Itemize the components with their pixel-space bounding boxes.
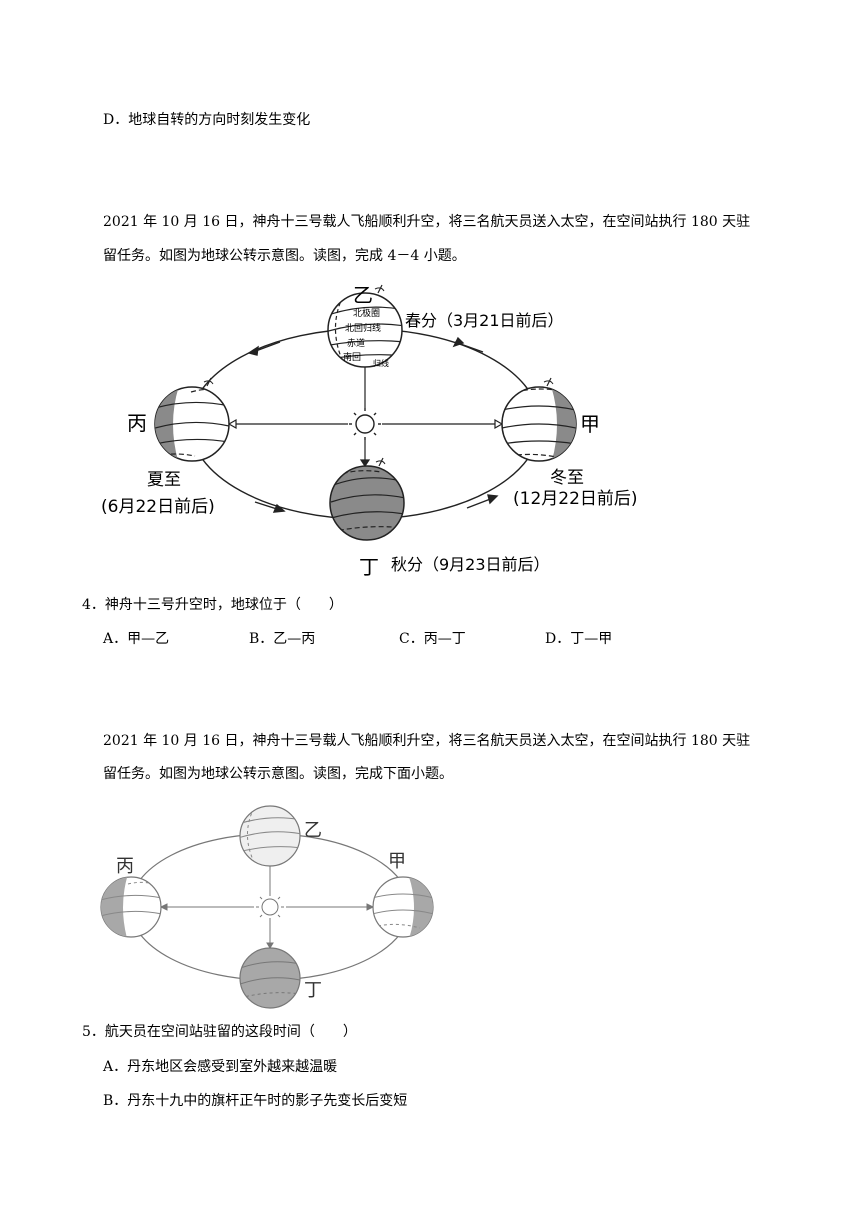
label-tropic-south-a: 南回 <box>343 351 361 363</box>
q5-option-b: B．丹东十九中的旗杆正午时的影子先变长后变短 <box>103 1093 408 1109</box>
orbit-diagram-2: 乙 丙 甲 丁 <box>100 805 434 1009</box>
q4-option-b: B．乙—丙 <box>249 631 316 647</box>
q3-option-d: D．地球自转的方向时刻发生变化 <box>103 112 311 128</box>
label-jia: 甲 <box>580 412 600 436</box>
label-spring-equinox: 春分（3月21日前后） <box>405 311 564 330</box>
label-summer-solstice: 夏至 <box>147 470 181 490</box>
earth-ding <box>239 947 301 1009</box>
passage1-line1: 2021 年 10 月 16 日，神舟十三号载人飞船顺利升空，将三名航天员送入太… <box>103 214 751 230</box>
label-ding: 丁 <box>304 980 322 1001</box>
label-ding: 丁 <box>359 555 379 579</box>
passage1-line2: 留任务。如图为地球公转示意图。读图，完成 4－4 小题。 <box>103 248 466 264</box>
earth-ding <box>329 457 405 541</box>
q4-option-c: C．丙—丁 <box>399 631 466 647</box>
sun-icon <box>349 408 381 440</box>
orbit-diagram-1: 北极圈 北回归线 赤道 南回 归线 乙 春分（3月21日前后） 丙 夏至 (6月… <box>101 283 638 579</box>
label-yi: 乙 <box>304 820 322 841</box>
label-autumn-equinox: 秋分（9月23日前后） <box>391 555 550 574</box>
q5-stem: 5．航天员在空间站驻留的这段时间（ ） <box>82 1024 357 1040</box>
label-summer-date: (6月22日前后) <box>101 497 215 517</box>
label-winter-date: (12月22日前后) <box>513 489 638 509</box>
label-tropic-south-b: 归线 <box>373 358 389 368</box>
sun-icon <box>256 893 284 921</box>
label-winter-solstice: 冬至 <box>550 468 584 488</box>
q4-stem: 4．神舟十三号升空时，地球位于（ ） <box>82 597 343 613</box>
earth-bing <box>154 377 230 462</box>
label-tropic-north: 北回归线 <box>345 322 381 334</box>
earth-jia <box>501 377 577 462</box>
label-arctic: 北极圈 <box>353 307 380 319</box>
label-equator: 赤道 <box>347 337 365 349</box>
q4-option-d: D．丁—甲 <box>545 631 613 647</box>
q5-option-a: A．丹东地区会感受到室外越来越温暖 <box>103 1059 338 1075</box>
q4-option-a: A．甲—乙 <box>103 631 170 647</box>
label-bing: 丙 <box>116 856 134 877</box>
label-yi: 乙 <box>353 283 373 307</box>
earth-bing <box>100 876 162 938</box>
label-bing: 丙 <box>127 411 147 435</box>
passage2-line1: 2021 年 10 月 16 日，神舟十三号载人飞船顺利升空，将三名航天员送入太… <box>103 733 751 749</box>
passage2-line2: 留任务。如图为地球公转示意图。读图，完成下面小题。 <box>103 766 453 782</box>
label-jia: 甲 <box>388 851 406 872</box>
earth-jia <box>372 876 434 938</box>
earth-yi <box>239 805 301 867</box>
orbit-arrow <box>247 336 499 513</box>
